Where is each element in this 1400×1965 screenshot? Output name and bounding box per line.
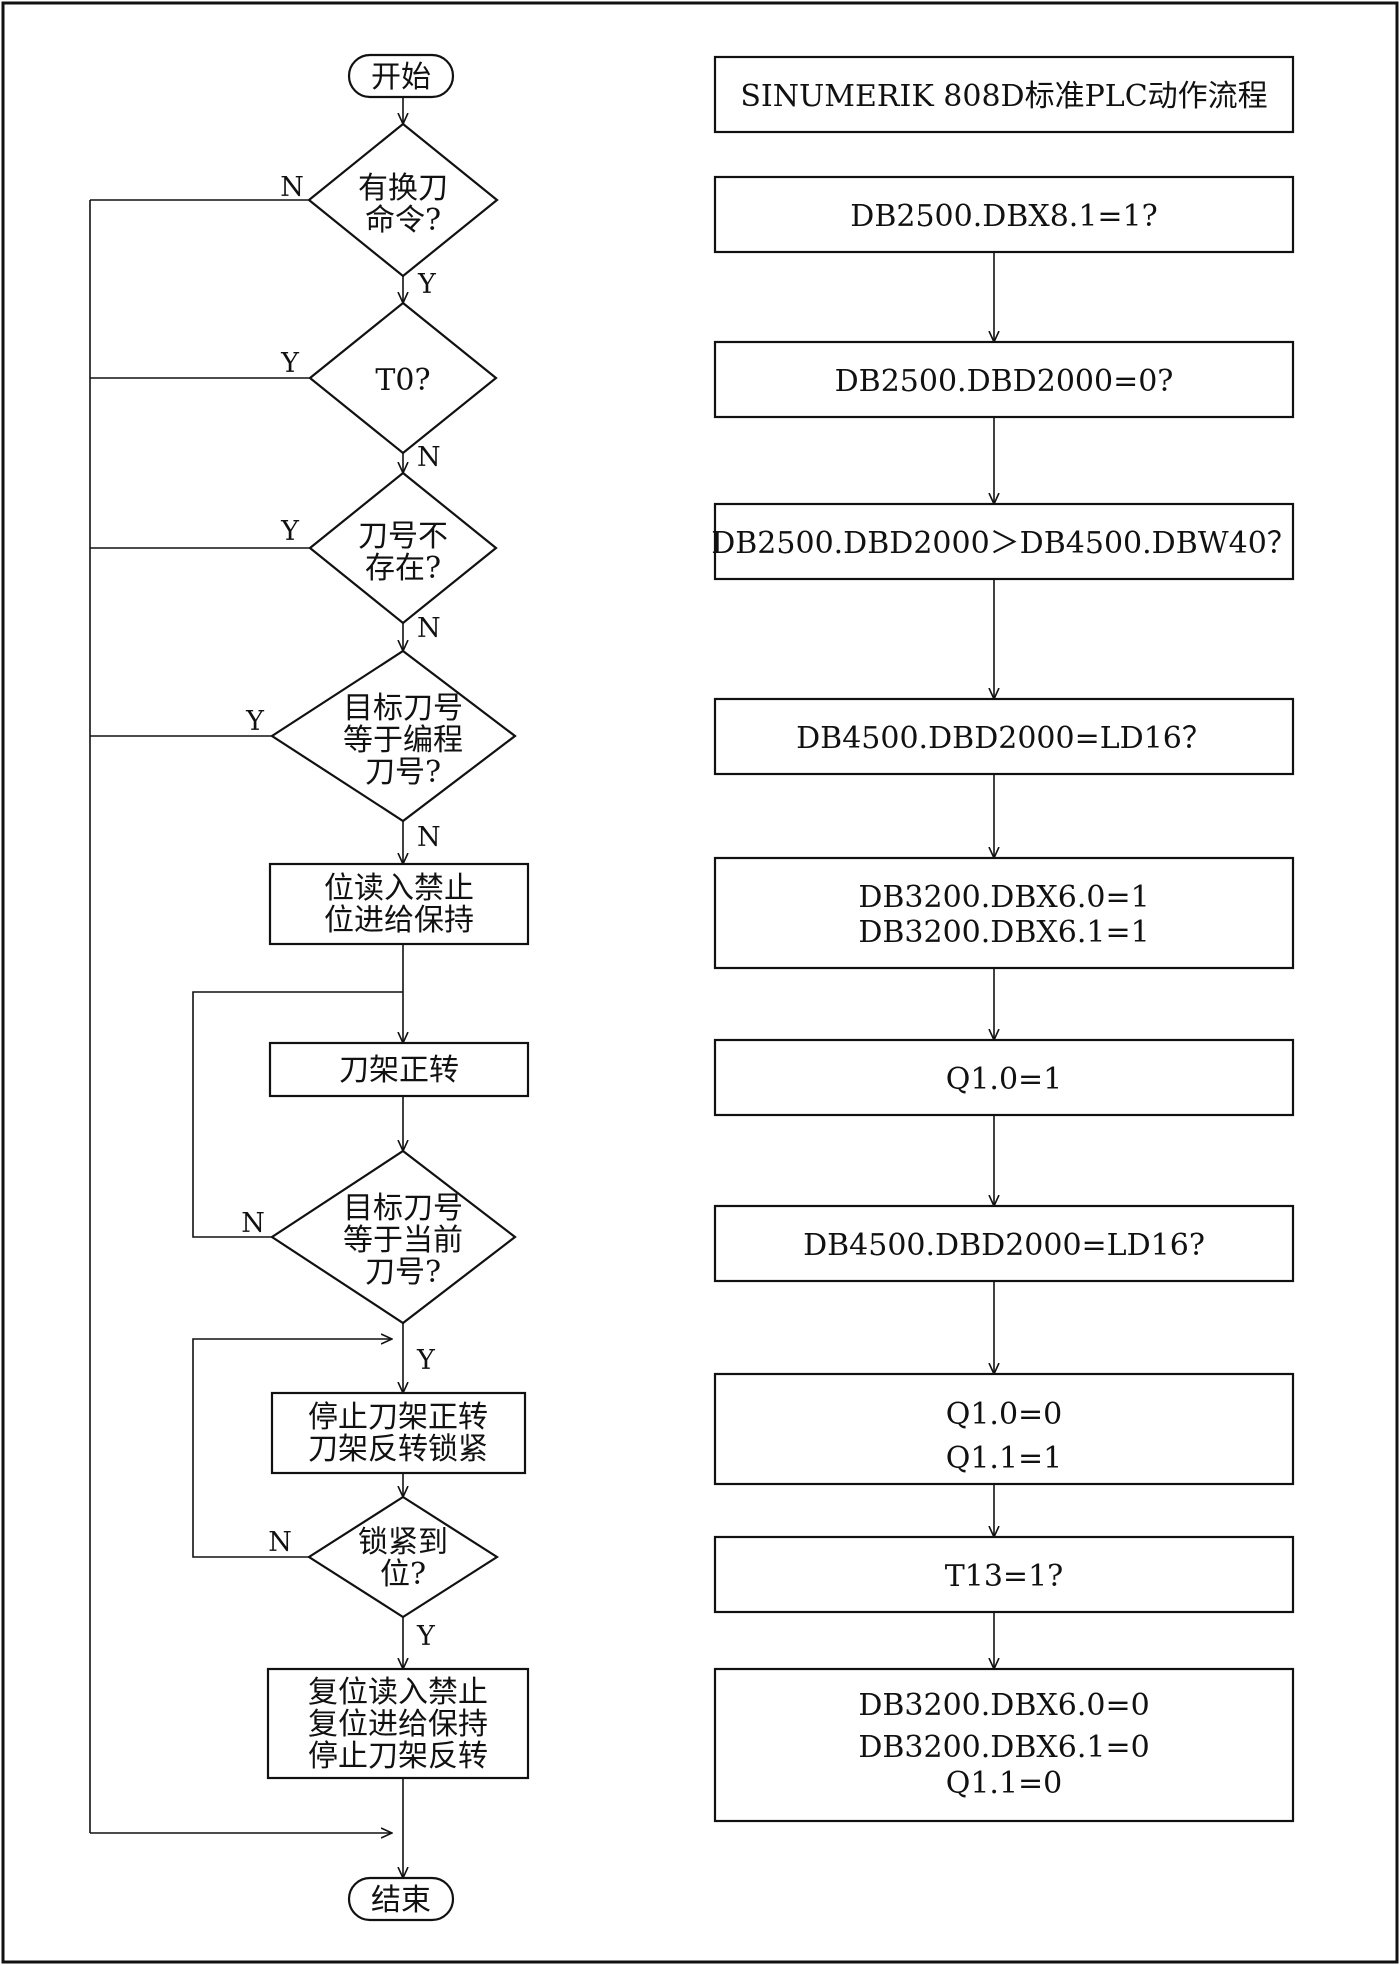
step-9-line-1: T13=1? — [945, 1559, 1064, 1594]
right-flowchart: SINUMERIK 808D标准PLC动作流程 DB2500.DBX8.1=1?… — [711, 55, 1297, 1823]
start-terminator: 开始 — [347, 53, 455, 99]
step-4-line-1: DB4500.DBD2000=LD16？ — [796, 721, 1212, 756]
process-inhibit-line-1: 位读入禁止 — [324, 871, 474, 906]
process-reset-line-2: 复位进给保持 — [308, 1707, 488, 1742]
step-box-6: Q1.0=1 — [713, 1038, 1295, 1117]
label-exist-n: N — [417, 613, 441, 644]
end-terminator: 结束 — [347, 1876, 455, 1922]
right-title-box: SINUMERIK 808D标准PLC动作流程 — [713, 55, 1295, 134]
step-box-8: Q1.0=0 Q1.1=1 — [713, 1372, 1295, 1486]
label-cmd-y: Y — [417, 269, 437, 300]
step-10-line-2: DB3200.DBX6.1=0 — [858, 1730, 1149, 1765]
label-t0-n: N — [417, 442, 441, 473]
label-cur-n: N — [241, 1208, 265, 1239]
process-read-inhibit-feed-hold: 位读入禁止 位进给保持 — [268, 862, 530, 946]
process-stop-forward-line-2: 刀架反转锁紧 — [308, 1432, 488, 1467]
decision-locked-in-place: 锁紧到 位? — [306, 1495, 500, 1619]
step-box-5: DB3200.DBX6.0=1 DB3200.DBX6.1=1 — [713, 856, 1295, 970]
step-7-line-1: DB4500.DBD2000=LD16? — [803, 1228, 1205, 1263]
left-flowchart: 开始 有换刀 命令? T0? 刀号不 存在? 目标刀号 等于编程 刀号? — [89, 53, 530, 1922]
step-1-line-1: DB2500.DBX8.1=1? — [850, 199, 1157, 234]
decision-t0-label: T0? — [375, 363, 430, 398]
end-label: 结束 — [371, 1883, 431, 1918]
label-prog-y: Y — [245, 706, 265, 737]
decision-target-current-line-2: 等于当前 — [343, 1223, 463, 1258]
decision-target-programmed-line-2: 等于编程 — [343, 723, 463, 758]
decision-tool-change-line-2: 命令? — [365, 203, 441, 238]
decision-target-programmed-line-1: 目标刀号 — [343, 691, 463, 726]
loop-forward-connector — [192, 991, 403, 1238]
decision-tool-not-exist-line-1: 刀号不 — [358, 519, 448, 554]
decision-t0: T0? — [308, 301, 498, 455]
start-label: 开始 — [371, 60, 431, 95]
step-box-3: DB2500.DBD2000＞DB4500.DBW40？ — [711, 502, 1297, 581]
decision-target-current-line-3: 刀号? — [365, 1255, 441, 1290]
step-box-2: DB2500.DBD2000=0? — [713, 340, 1295, 419]
step-box-1: DB2500.DBX8.1=1? — [713, 175, 1295, 254]
process-turret-forward: 刀架正转 — [268, 1041, 530, 1098]
process-stop-forward-line-1: 停止刀架正转 — [308, 1400, 488, 1435]
process-inhibit-line-2: 位进给保持 — [324, 903, 474, 938]
process-stop-forward-reverse-lock: 停止刀架正转 刀架反转锁紧 — [270, 1391, 527, 1475]
decision-target-equals-current: 目标刀号 等于当前 刀号? — [269, 1149, 517, 1325]
loop-lock-connector — [192, 1339, 392, 1558]
step-3-line-1: DB2500.DBD2000＞DB4500.DBW40？ — [711, 526, 1297, 561]
process-reset: 复位读入禁止 复位进给保持 停止刀架反转 — [266, 1667, 530, 1780]
decision-target-equals-programmed: 目标刀号 等于编程 刀号? — [269, 649, 517, 823]
step-5-line-2: DB3200.DBX6.1=1 — [858, 915, 1149, 950]
decision-tool-not-exist-line-2: 存在? — [365, 551, 441, 586]
right-title: SINUMERIK 808D标准PLC动作流程 — [740, 79, 1267, 114]
label-cur-y: Y — [416, 1345, 436, 1376]
step-5-line-1: DB3200.DBX6.0=1 — [858, 880, 1149, 915]
step-10-line-3: Q1.1=0 — [946, 1766, 1063, 1801]
label-prog-n: N — [417, 822, 441, 853]
bypass-to-end-connectors — [89, 199, 392, 1833]
process-forward-label: 刀架正转 — [339, 1053, 459, 1088]
label-lock-y: Y — [416, 1621, 436, 1652]
step-8-line-1: Q1.0=0 — [946, 1397, 1063, 1432]
label-cmd-n: N — [280, 172, 304, 203]
step-box-9: T13=1? — [713, 1535, 1295, 1614]
step-10-line-1: DB3200.DBX6.0=0 — [858, 1688, 1149, 1723]
step-6-line-1: Q1.0=1 — [946, 1062, 1063, 1097]
step-8-line-2: Q1.1=1 — [946, 1441, 1063, 1476]
label-t0-y: Y — [280, 348, 300, 379]
label-lock-n: N — [268, 1527, 292, 1558]
step-2-line-1: DB2500.DBD2000=0? — [835, 364, 1174, 399]
decision-tool-change-line-1: 有换刀 — [358, 171, 448, 206]
decision-target-current-line-1: 目标刀号 — [343, 1191, 463, 1226]
left-branch-labels: N Y Y N Y N Y N N Y N Y — [241, 172, 440, 1652]
step-box-10: DB3200.DBX6.0=0 DB3200.DBX6.1=0 Q1.1=0 — [713, 1667, 1295, 1823]
process-reset-line-3: 停止刀架反转 — [308, 1739, 488, 1774]
decision-tool-not-exist: 刀号不 存在? — [308, 471, 498, 625]
decision-locked-line-2: 位? — [380, 1557, 426, 1592]
decision-locked-line-1: 锁紧到 — [358, 1525, 448, 1560]
decision-target-programmed-line-3: 刀号? — [365, 755, 441, 790]
label-exist-y: Y — [280, 516, 300, 547]
step-box-7: DB4500.DBD2000=LD16? — [713, 1204, 1295, 1283]
process-reset-line-1: 复位读入禁止 — [308, 1675, 488, 1710]
decision-tool-change-command: 有换刀 命令? — [307, 122, 499, 278]
step-box-4: DB4500.DBD2000=LD16？ — [713, 697, 1295, 776]
